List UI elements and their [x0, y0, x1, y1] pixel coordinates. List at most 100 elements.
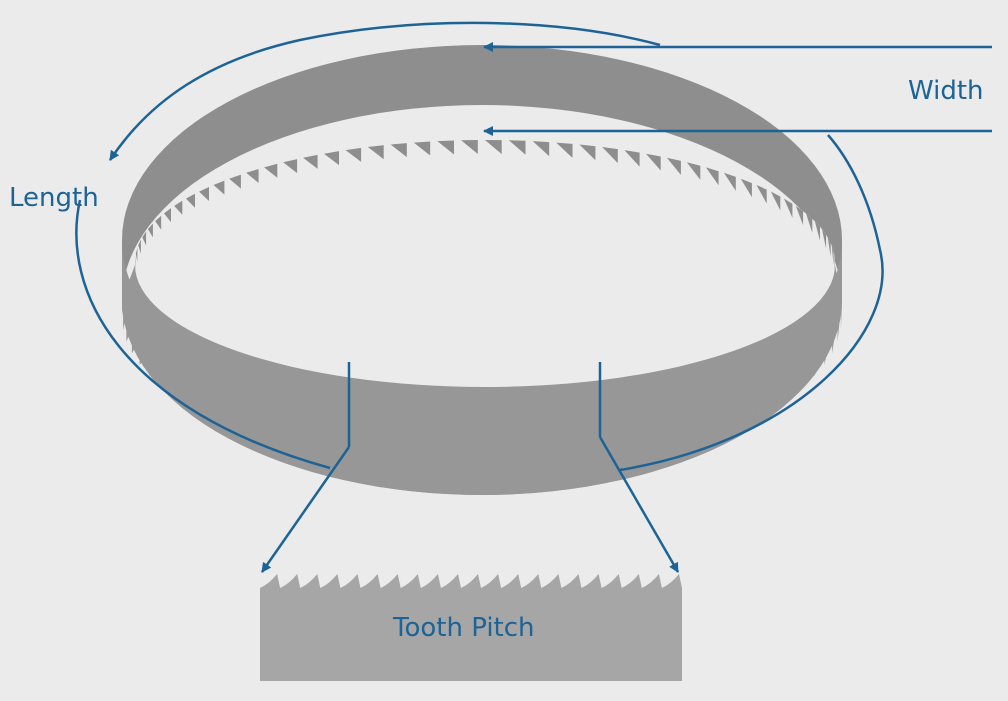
saw-tooth: [398, 447, 418, 466]
saw-tooth: [345, 147, 362, 162]
blade-inner-opening: [135, 140, 835, 384]
saw-tooth: [795, 205, 804, 226]
saw-tooth: [789, 372, 799, 398]
saw-tooth: [770, 191, 781, 211]
saw-tooth: [832, 327, 837, 354]
outer-teeth: [122, 300, 842, 471]
saw-tooth: [437, 140, 454, 155]
strip-tooth: [661, 574, 682, 588]
saw-tooth: [139, 347, 147, 365]
length-label: Length: [9, 183, 99, 213]
saw-tooth: [693, 418, 710, 442]
strip-tooth: [561, 574, 582, 588]
saw-tooth: [164, 208, 171, 223]
saw-tooth: [135, 247, 138, 262]
saw-tooth: [802, 361, 812, 388]
saw-tooth: [270, 423, 287, 442]
tooth-pitch-label: Tooth Pitch: [393, 613, 535, 643]
saw-tooth: [126, 323, 131, 342]
strip-tooth: [380, 574, 401, 588]
saw-tooth: [645, 431, 663, 454]
strip-tooth: [581, 574, 602, 588]
saw-tooth: [824, 339, 830, 365]
saw-tooth: [142, 231, 147, 246]
saw-tooth: [155, 215, 162, 230]
saw-tooth: [827, 237, 831, 257]
strip-tooth: [420, 574, 441, 588]
saw-tooth: [461, 140, 478, 154]
saw-tooth: [131, 335, 138, 354]
saw-tooth: [149, 358, 158, 377]
saw-tooth: [190, 389, 203, 408]
saw-tooth: [831, 245, 834, 266]
saw-tooth: [814, 350, 822, 377]
pitch-arrow-right: [598, 436, 680, 573]
strip-tooth: [501, 574, 522, 588]
strip-tooth: [300, 574, 321, 588]
saw-tooth: [784, 198, 793, 218]
saw-tooth: [390, 143, 407, 158]
saw-tooth: [283, 159, 298, 174]
saw-tooth: [723, 172, 736, 191]
saw-tooth: [666, 157, 681, 175]
saw-tooth: [834, 253, 835, 274]
saw-tooth: [619, 437, 638, 459]
saw-tooth: [264, 163, 278, 178]
saw-tooth: [840, 303, 842, 330]
saw-tooth: [740, 178, 752, 198]
saw-tooth: [736, 401, 751, 426]
saw-tooth: [186, 193, 195, 208]
saw-tooth: [602, 147, 618, 164]
saw-tooth: [593, 441, 612, 463]
inner-teeth: [135, 140, 835, 274]
saw-tooth: [510, 450, 530, 470]
saw-tooth: [482, 451, 502, 471]
saw-tooth: [122, 300, 123, 318]
saw-tooth: [532, 141, 550, 157]
saw-tooth: [208, 398, 222, 417]
saw-tooth: [370, 444, 390, 463]
strip-teeth: [260, 574, 682, 588]
strip-tooth: [440, 574, 461, 588]
saw-tooth: [715, 410, 731, 434]
saw-tooth: [213, 180, 225, 195]
saw-tooth: [686, 162, 701, 180]
saw-tooth: [624, 150, 640, 167]
saw-tooth: [324, 151, 339, 166]
saw-tooth: [566, 445, 586, 466]
saw-tooth: [538, 448, 558, 469]
strip-tooth: [340, 574, 361, 588]
saw-tooth: [755, 392, 769, 417]
saw-tooth: [246, 169, 259, 183]
strip-tooth: [260, 574, 281, 588]
saw-tooth: [425, 450, 446, 469]
saw-tooth: [508, 140, 526, 155]
saw-tooth: [148, 223, 153, 238]
saw-tooth: [837, 315, 841, 342]
saw-tooth: [453, 451, 474, 470]
tooth-pitch-strip: [260, 588, 682, 681]
length-outline: [75, 199, 331, 470]
strip-tooth: [601, 574, 622, 588]
saw-tooth: [485, 140, 502, 155]
saw-tooth: [822, 229, 827, 249]
width-label: Width: [908, 76, 984, 106]
strip-tooth: [641, 574, 662, 588]
strip-tooth: [621, 574, 642, 588]
saw-tooth: [646, 153, 661, 171]
blade-top-rim: [122, 45, 842, 300]
strip-tooth: [360, 574, 381, 588]
saw-tooth: [318, 435, 337, 454]
saw-tooth: [367, 145, 384, 160]
saw-tooth: [303, 154, 318, 169]
strip-tooth: [400, 574, 421, 588]
saw-tooth: [175, 379, 186, 398]
saw-tooth: [199, 187, 209, 201]
strip-tooth: [320, 574, 341, 588]
saw-tooth: [705, 167, 719, 186]
saw-tooth: [413, 141, 431, 156]
saw-tooth: [123, 311, 126, 330]
saw-tooth: [773, 382, 785, 408]
saw-tooth: [227, 407, 242, 426]
